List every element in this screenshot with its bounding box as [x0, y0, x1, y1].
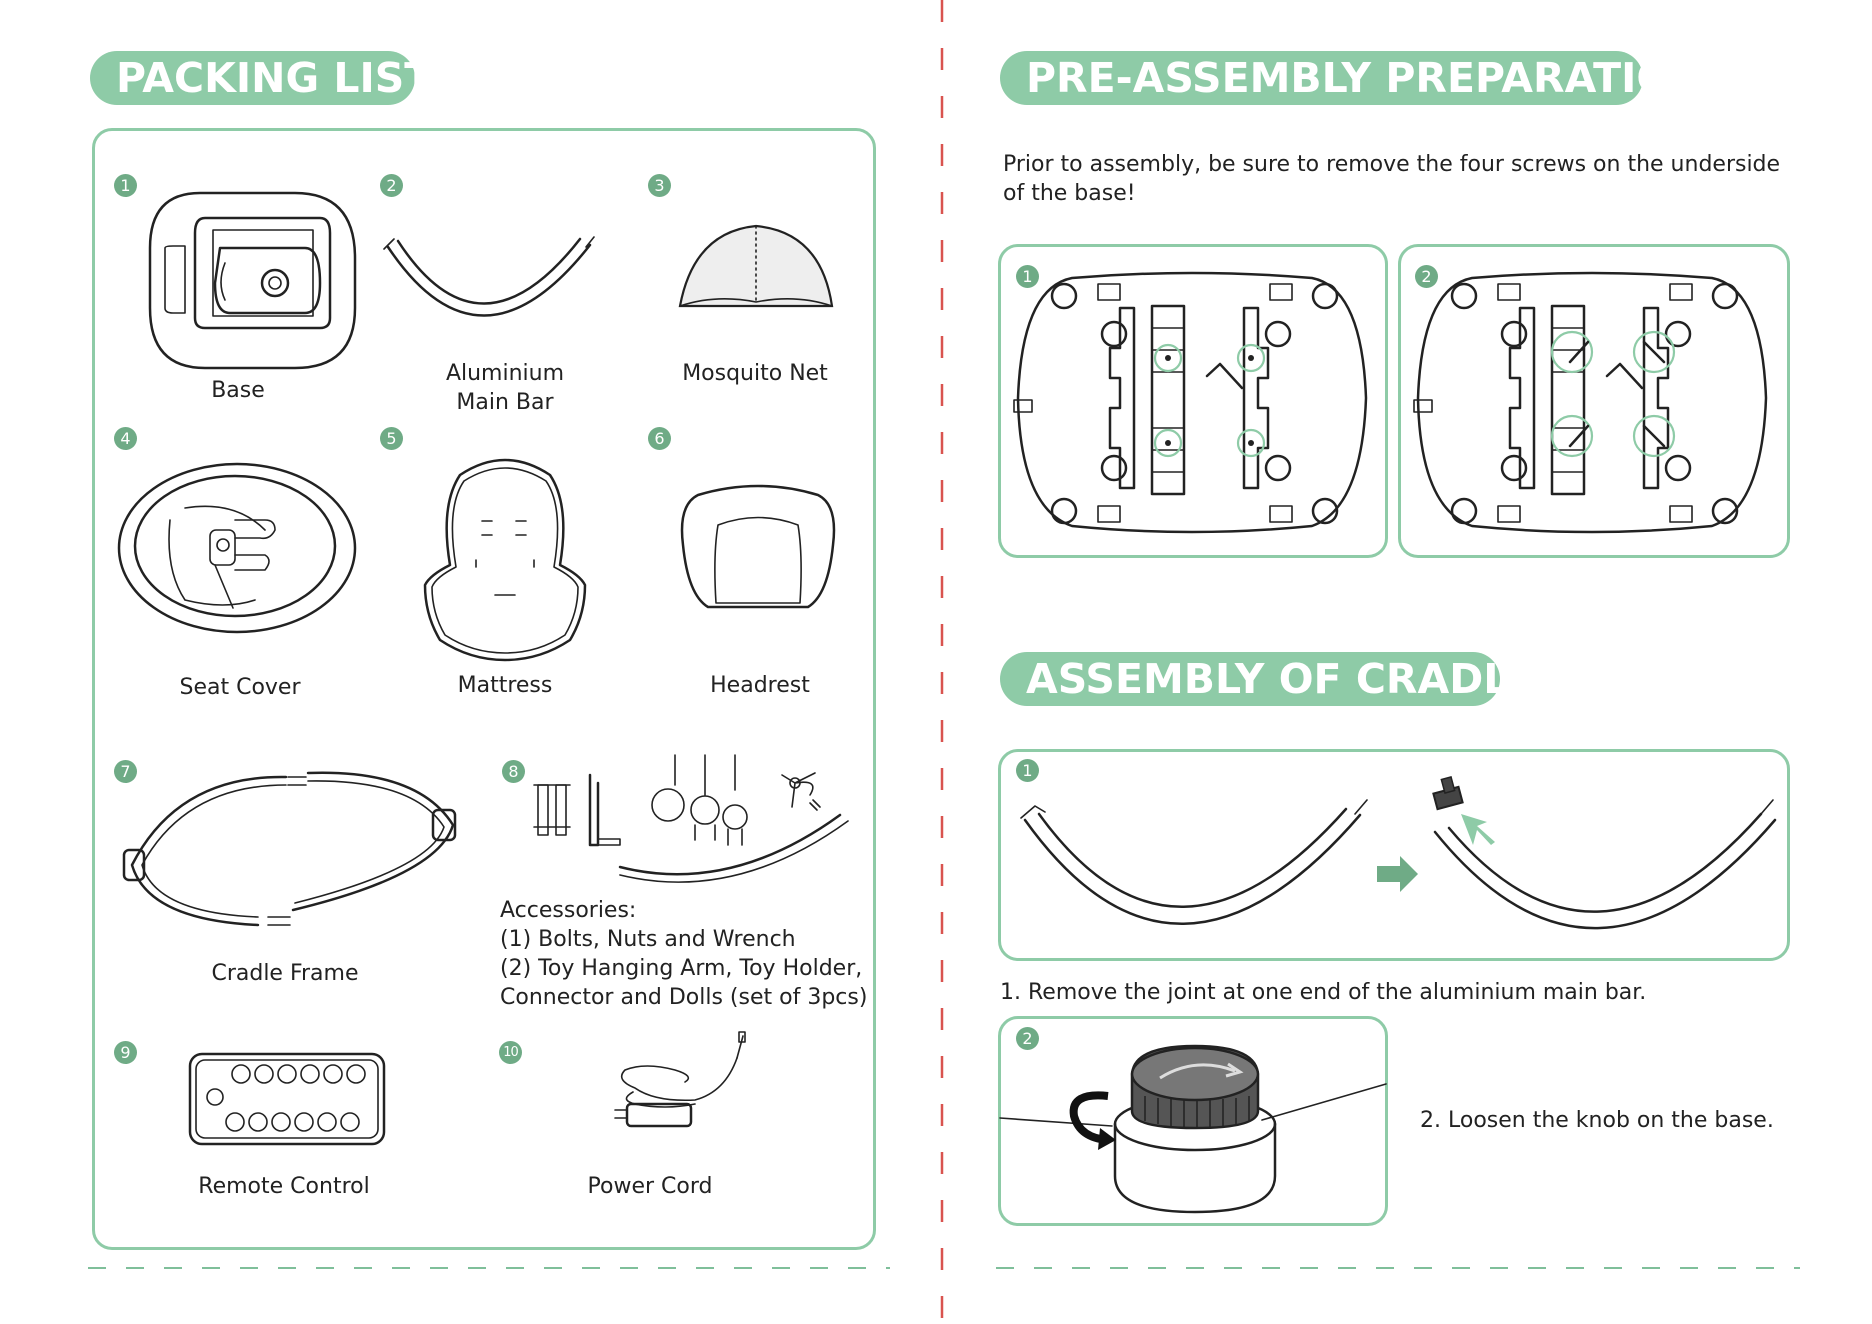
accessories-line: Accessories: [500, 898, 637, 923]
label-line: Main Bar [456, 390, 554, 415]
item-number: 4 [114, 427, 137, 450]
item-label-cradle-frame: Cradle Frame [211, 961, 359, 986]
item-number: 1 [114, 174, 137, 197]
mattress-illustration [423, 458, 587, 662]
step-number: 1 [1016, 759, 1039, 782]
mosquito-net-illustration [678, 224, 834, 308]
item-label-remote-control: Remote Control [198, 1174, 370, 1199]
base-illustration [148, 191, 357, 370]
cradle-frame-illustration [122, 771, 457, 927]
assembly-step-1-text: 1. Remove the joint at one end of the al… [1000, 980, 1647, 1005]
packing-list-title: PACKING LIST [90, 51, 432, 105]
pre-assembly-title: PRE-ASSEMBLY PREPARATION [1000, 51, 1706, 105]
item-label-headrest: Headrest [710, 673, 810, 698]
accessories-description: Accessories: (1) Bolts, Nuts and Wrench … [500, 896, 867, 1012]
power-cord-illustration [614, 1031, 746, 1128]
item-number: 7 [114, 760, 137, 783]
label-line: Aluminium [445, 361, 565, 386]
instruction-line: Prior to assembly, be sure to remove the… [1003, 152, 1781, 177]
aluminium-bar-illustration [383, 236, 595, 317]
accessories-line: (1) Bolts, Nuts and Wrench [500, 927, 796, 952]
headrest-illustration [680, 484, 836, 609]
knob-loosening-illustration [999, 1044, 1387, 1214]
remote-control-illustration [188, 1052, 386, 1146]
item-label-mattress: Mattress [457, 673, 553, 698]
item-number: 2 [380, 174, 403, 197]
accessories-line: Connector and Dolls (set of 3pcs) [500, 985, 868, 1010]
pre-assembly-step-2-panel [1398, 244, 1790, 558]
item-label-base: Base [211, 378, 265, 403]
item-label-mosquito-net: Mosquito Net [682, 361, 828, 386]
base-underside-screws-removed-illustration [1413, 271, 1768, 534]
pre-assembly-instruction: Prior to assembly, be sure to remove the… [1003, 150, 1780, 208]
item-label-aluminium-bar: Aluminium Main Bar [430, 359, 580, 417]
item-label-seat-cover: Seat Cover [179, 675, 301, 700]
pre-assembly-step-1-panel [998, 244, 1388, 558]
seat-cover-illustration [117, 462, 357, 634]
assembly-step-1-panel [998, 749, 1790, 961]
main-bar-joint-removal-illustration [1020, 776, 1777, 930]
base-underside-screws-illustration [1013, 271, 1368, 534]
item-number: 8 [502, 760, 525, 783]
accessories-illustration [533, 754, 849, 883]
item-number: 5 [380, 427, 403, 450]
item-number: 3 [648, 174, 671, 197]
accessories-line: (2) Toy Hanging Arm, Toy Holder, [500, 956, 863, 981]
step-number: 2 [1016, 1027, 1039, 1050]
instruction-line: of the base! [1003, 181, 1136, 206]
assembly-step-2-text: 2. Loosen the knob on the base. [1420, 1108, 1774, 1133]
item-number: 9 [114, 1041, 137, 1064]
step-number: 1 [1016, 265, 1039, 288]
item-label-power-cord: Power Cord [587, 1174, 713, 1199]
item-number: 10 [499, 1041, 522, 1064]
item-number: 6 [648, 427, 671, 450]
step-number: 2 [1415, 265, 1438, 288]
assembly-title: ASSEMBLY OF CRADLE [1000, 652, 1537, 706]
